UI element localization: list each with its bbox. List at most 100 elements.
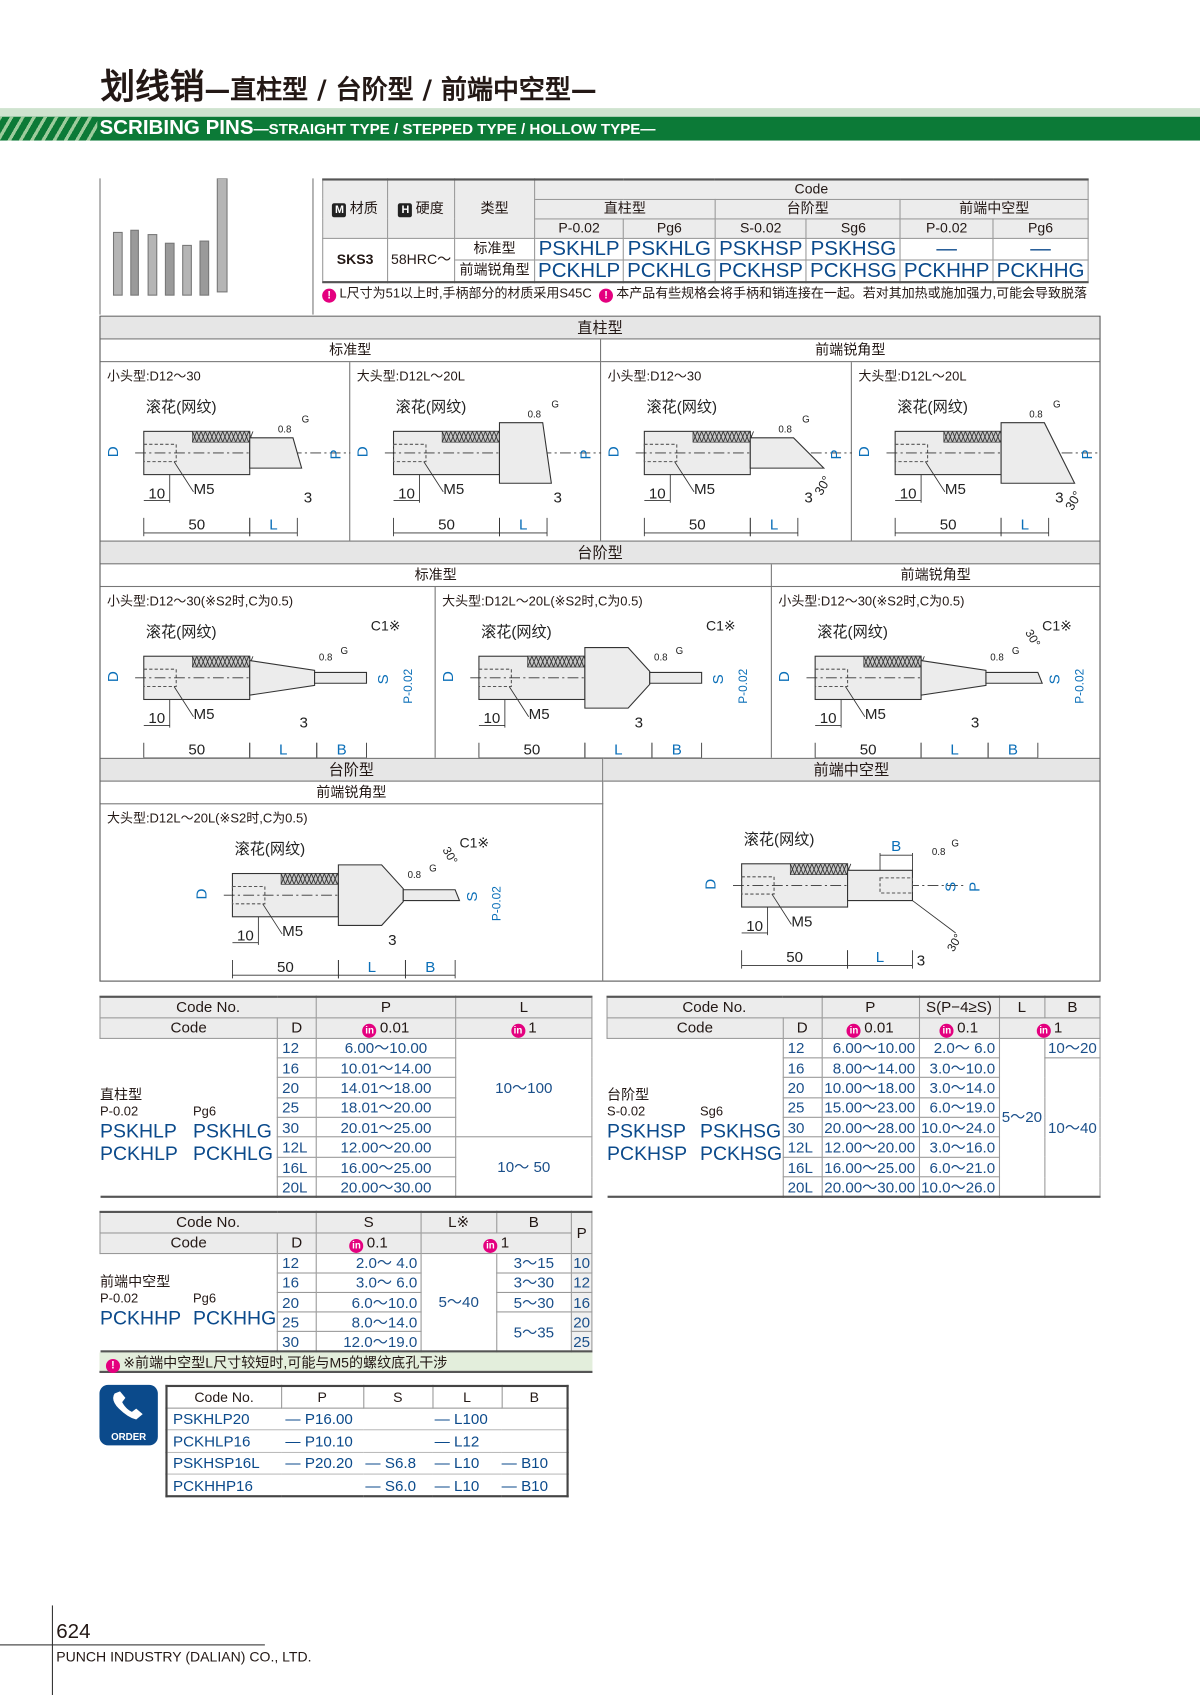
- b-cell: 5～35: [495, 1311, 572, 1352]
- knurl-hatch: [209, 656, 215, 668]
- unit-icon: in: [510, 1023, 525, 1038]
- knurl-hatch: [535, 656, 541, 668]
- r-label: 0.8: [278, 424, 292, 435]
- order-part: —: [501, 1454, 517, 1472]
- b-cell: 10～20: [1044, 1037, 1101, 1059]
- D-label: D: [605, 446, 622, 457]
- ten-label: 10: [398, 485, 415, 502]
- knurl-hatch: [293, 873, 299, 885]
- knurl-hatch: [718, 431, 724, 443]
- knurl-hatch: [561, 656, 567, 668]
- hollow-note-text: ※前端中空型L尺寸较短时,可能与M5的螺纹底孔干涉: [123, 1354, 448, 1371]
- header-p: P: [315, 996, 457, 1018]
- code-cell: PCKHHG: [992, 258, 1089, 283]
- P-label: P: [828, 449, 845, 459]
- knurl-area: [192, 655, 251, 668]
- c1-label: C1※: [371, 617, 401, 633]
- order-icon-label: ORDER: [111, 1431, 147, 1443]
- note-1: L尺寸为51以上时,手柄部分的材质采用S45C: [339, 284, 592, 301]
- knurl-hatch: [794, 863, 800, 875]
- knurl-hatch: [531, 656, 537, 668]
- knurl-hatch: [956, 431, 962, 443]
- knurl-hatch: [740, 431, 746, 443]
- knurl-hatch: [902, 656, 908, 668]
- knurl-hatch: [454, 431, 460, 443]
- diagram-title: 小头型:D12～30: [107, 368, 201, 384]
- unit-s: 0.1: [957, 1017, 979, 1036]
- d-cell: 25: [276, 1311, 317, 1333]
- diagram-title: 大头型:D12L～20L: [858, 368, 967, 384]
- code-cell: PSKHLG: [623, 237, 716, 261]
- G-label: G: [802, 415, 810, 426]
- knurl-hatch: [476, 431, 482, 443]
- subcol-header: P-0.02: [899, 217, 994, 239]
- title-sub: —直柱型 / 台阶型 / 前端中空型—: [204, 74, 597, 105]
- order-header: S: [363, 1386, 433, 1409]
- ptol-label: P-0.02: [736, 669, 750, 704]
- unit-icon: in: [362, 1023, 377, 1038]
- knurl-hatch: [880, 656, 886, 668]
- pin-photo: [112, 231, 123, 296]
- order-row: PCKHLP16—P10.10—L12: [166, 1429, 568, 1453]
- knurl-hatch: [213, 656, 219, 668]
- unit-p: 0.01: [864, 1017, 894, 1036]
- knurl-hatch: [915, 656, 921, 668]
- group-header: 直柱型: [534, 198, 716, 219]
- s-cell: 12.0～19.0: [315, 1331, 422, 1352]
- r-label: 0.8: [1029, 409, 1043, 420]
- knurl-hatch: [489, 431, 495, 443]
- subsection-sharp: 前端锐角型: [601, 339, 1100, 363]
- knurl-hatch: [574, 656, 580, 668]
- knurl-area: [863, 655, 922, 668]
- knurl-hatch: [815, 863, 821, 875]
- ten-label: 10: [746, 918, 763, 935]
- knurl-hatch: [807, 863, 813, 875]
- knurl-hatch: [824, 863, 830, 875]
- knurl-hatch: [910, 656, 917, 668]
- header-code-no: Code No.: [606, 996, 823, 1018]
- knurl-hatch: [230, 656, 237, 668]
- knurl-hatch: [280, 873, 286, 885]
- order-row: PSKHSP16L—P20.20—S6.8—L10—B10: [166, 1451, 568, 1475]
- knurl-area: [692, 431, 751, 443]
- knurl-hatch: [969, 431, 975, 443]
- b-cell: 5～30: [495, 1291, 572, 1313]
- knurl-hatch: [463, 431, 469, 443]
- pin-head: [498, 422, 552, 484]
- knurl-hatch: [196, 431, 202, 443]
- subsection-sharp: 前端锐角型: [100, 781, 604, 805]
- knurl-label: 滚花(网纹): [146, 399, 217, 416]
- header-s: S(P−4≥S): [918, 996, 1000, 1018]
- p-cell: 20.01～25.00: [315, 1116, 457, 1138]
- leader-line: [845, 686, 866, 718]
- knurl-hatch: [217, 431, 224, 443]
- m5-label: M5: [194, 706, 215, 723]
- subsection-standard: 标准型: [100, 339, 602, 363]
- d-cell: 20: [276, 1077, 317, 1099]
- code-cell: PSKHSG: [805, 237, 901, 261]
- m5-label: M5: [282, 923, 303, 940]
- order-header: Code No.: [166, 1386, 282, 1409]
- knurl-hatch: [540, 656, 546, 668]
- knurl-hatch: [196, 656, 202, 668]
- p-cell: 20.00～30.00: [821, 1176, 920, 1198]
- english-banner: SCRIBING PINS—STRAIGHT TYPE / STEPPED TY…: [0, 116, 1200, 141]
- section-stepped-header: 台阶型: [100, 757, 604, 782]
- order-part: —: [501, 1476, 517, 1494]
